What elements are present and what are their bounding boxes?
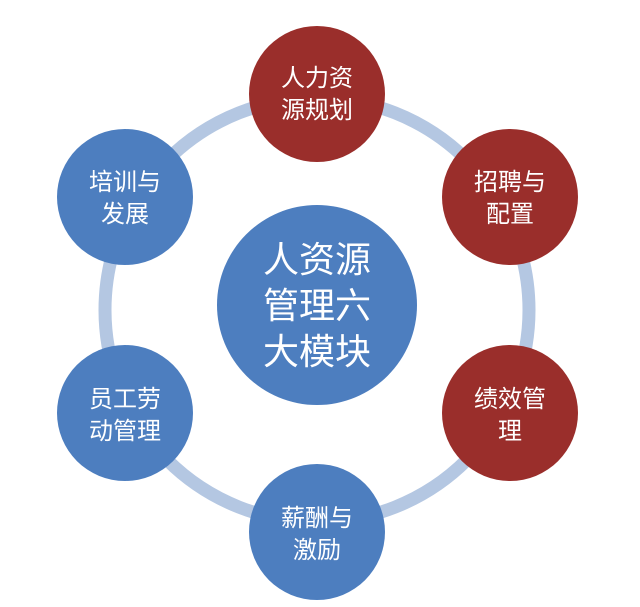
node-circle xyxy=(249,464,385,600)
node-performance: 绩效管 理 xyxy=(442,345,578,481)
node-line: 理 xyxy=(498,417,522,445)
node-circle xyxy=(249,26,385,162)
center-circle xyxy=(217,205,417,405)
node-labor-relations: 员工劳 动管理 xyxy=(57,345,193,481)
node-line: 人力资 xyxy=(281,64,353,92)
node-circle xyxy=(442,129,578,265)
node-line: 动管理 xyxy=(89,417,161,445)
node-line: 薪酬与 xyxy=(281,504,353,532)
center-line-2: 管理六 xyxy=(263,286,371,327)
center-line-3: 大模块 xyxy=(263,332,371,373)
node-line: 配置 xyxy=(486,200,534,228)
node-line: 源规划 xyxy=(281,96,353,124)
node-line: 绩效管 xyxy=(474,385,546,413)
node-line: 激励 xyxy=(293,536,341,564)
node-line: 招聘与 xyxy=(474,168,546,196)
node-hr-planning: 人力资 源规划 xyxy=(249,26,385,162)
node-line: 发展 xyxy=(101,200,149,228)
node-line: 员工劳 xyxy=(89,385,161,413)
node-compensation: 薪酬与 激励 xyxy=(249,464,385,600)
node-circle xyxy=(57,129,193,265)
node-line: 培训与 xyxy=(89,168,161,196)
node-circle xyxy=(57,345,193,481)
node-training: 培训与 发展 xyxy=(57,129,193,265)
node-circle xyxy=(442,345,578,481)
center-node: 人资源 管理六 大模块 xyxy=(217,205,417,405)
node-recruitment: 招聘与 配置 xyxy=(442,129,578,265)
center-line-1: 人资源 xyxy=(263,240,371,281)
